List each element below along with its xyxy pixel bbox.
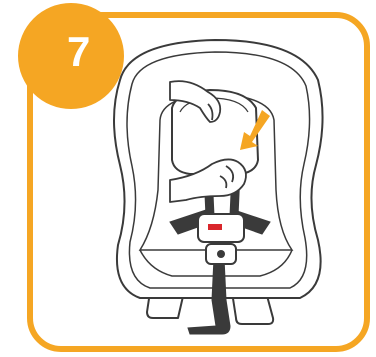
step-number: 7: [67, 31, 90, 73]
step-badge: 7: [18, 3, 124, 109]
